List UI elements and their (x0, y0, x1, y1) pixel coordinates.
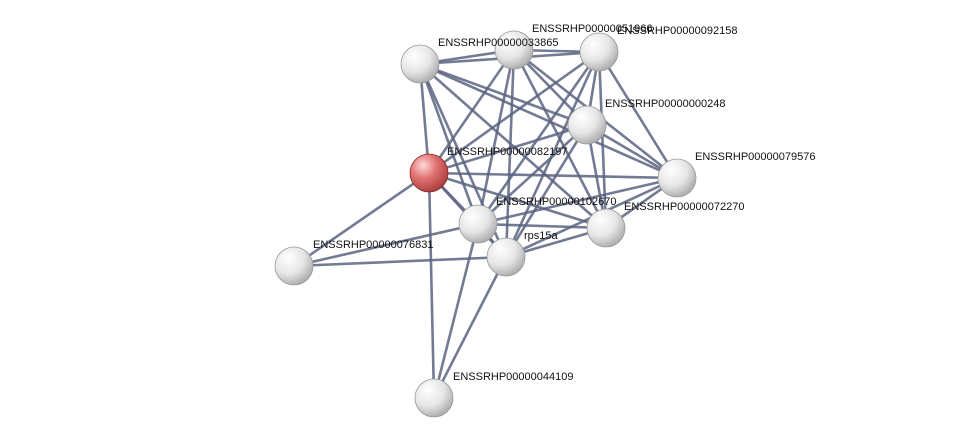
edge-n_248-n_82197 (427, 123, 589, 175)
node-label-n_51966: ENSSRHP00000051966 (532, 23, 652, 35)
edge-n_rps15a-n_76831 (292, 255, 508, 268)
edge-n_82197-n_76831 (292, 171, 431, 268)
edge-n_102670-n_72270 (476, 222, 608, 230)
edge-n_51966-n_rps15a (504, 48, 516, 259)
node-n_72270[interactable] (586, 208, 626, 248)
node-label-n_33865: ENSSRHP00000033865 (438, 37, 558, 49)
edge-n_51966-n_82197 (427, 48, 516, 175)
edge-n_102670-n_44109 (432, 222, 480, 400)
edge-n_82197-n_44109 (427, 171, 436, 400)
edge-n_left_top-n_79576 (418, 62, 679, 180)
labels-layer: ENSSRHP00000033865ENSSRHP00000051966ENSS… (313, 23, 815, 383)
node-n_44109[interactable] (414, 378, 454, 418)
node-n_82197[interactable] (409, 153, 449, 193)
node-label-n_72270: ENSSRHP00000072270 (624, 201, 744, 213)
node-n_76831[interactable] (274, 246, 314, 286)
node-n_left_top[interactable] (400, 44, 440, 84)
node-label-n_102670: ENSSRHP00000102670 (496, 196, 616, 208)
node-n_79576[interactable] (657, 158, 697, 198)
edge-n_92158-n_72270 (597, 50, 608, 230)
edge-n_82197-n_79576 (427, 171, 679, 180)
node-n_rps15a[interactable] (486, 237, 526, 277)
node-label-n_44109: ENSSRHP00000044109 (453, 371, 573, 383)
edge-n_92158-n_79576 (597, 50, 679, 180)
node-label-n_rps15a: rps15a (524, 230, 559, 242)
edge-n_rps15a-n_44109 (432, 255, 508, 400)
node-label-n_82197: ENSSRHP00000082197 (447, 146, 567, 158)
edge-n_92158-n_82197 (427, 50, 601, 175)
edge-n_82197-n_72270 (427, 171, 608, 230)
node-n_92158[interactable] (579, 32, 619, 72)
edge-n_248-n_rps15a (504, 123, 589, 259)
node-label-n_248: ENSSRHP00000000248 (605, 98, 725, 110)
node-n_248[interactable] (567, 105, 607, 145)
nodes-layer (274, 30, 697, 418)
edge-n_92158-n_rps15a (504, 50, 601, 259)
edge-n_102670-n_76831 (292, 222, 480, 268)
node-label-n_79576: ENSSRHP00000079576 (695, 151, 815, 163)
edge-n_102670-n_79576 (476, 176, 679, 226)
node-n_102670[interactable] (458, 204, 498, 244)
node-n_51966[interactable] (494, 30, 534, 70)
node-label-n_92158: ENSSRHP00000092158 (617, 25, 737, 37)
node-label-n_76831: ENSSRHP00000076831 (313, 239, 433, 251)
edge-n_51966-n_102670 (476, 48, 516, 226)
